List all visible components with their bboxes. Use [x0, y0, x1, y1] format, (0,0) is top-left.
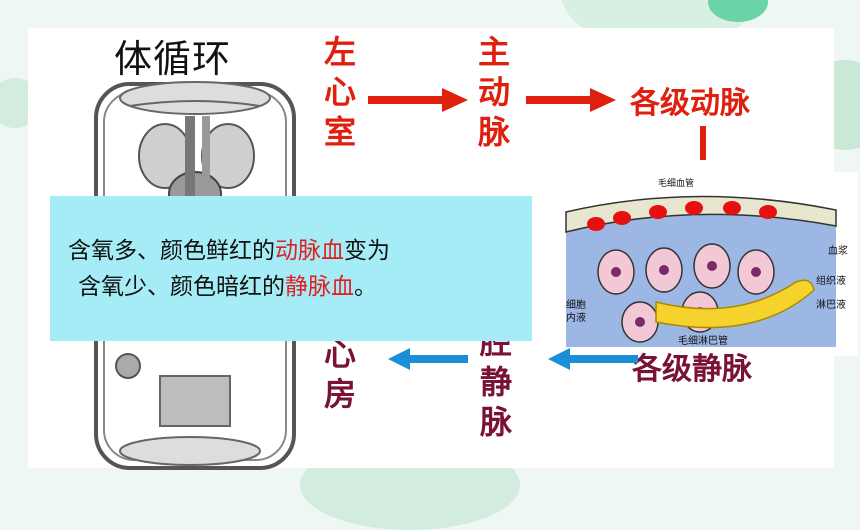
capillary-top-label: 毛细血管 [658, 179, 695, 189]
right-atrium-char-2: 心 [324, 335, 357, 373]
cell-fluid-label-1: 细胞 [566, 300, 586, 311]
lymph-vessel-label: 毛细淋巴管 [678, 336, 728, 347]
vena-cava-char-3: 脉 [480, 403, 513, 441]
arrow-left-2 [388, 348, 468, 370]
callout-line-1: 含氧多、颜色鲜红的动脉血变为 [50, 233, 532, 269]
callout-line-1-pre: 含氧多、颜色鲜红的 [68, 237, 275, 264]
arrow-right-1 [368, 88, 468, 112]
explanation-callout: 含氧多、颜色鲜红的动脉血变为 含氧少、颜色暗红的静脉血。 [50, 196, 532, 341]
arterial-blood-highlight: 动脉血 [275, 237, 344, 264]
left-ventricle-char-1: 左 [324, 33, 357, 71]
veins-label: 各级静脉 [632, 352, 752, 387]
plasma-label: 血浆 [828, 246, 848, 257]
venous-blood-highlight: 静脉血 [285, 273, 354, 300]
left-ventricle-char-3: 室 [324, 113, 357, 151]
vena-cava-char-2: 静 [480, 363, 513, 401]
arrow-left-1 [548, 348, 638, 370]
right-atrium-char-3: 房 [324, 375, 357, 413]
aorta-char-2: 动 [478, 73, 511, 111]
callout-line-1-post: 变为 [344, 237, 390, 264]
tissue-fluid-label: 组织液 [816, 276, 846, 287]
slide: 体循环 左 心 室 主 动 脉 各级动脉 [28, 28, 858, 470]
arrow-right-2 [526, 88, 616, 112]
capillary-figure: 毛细血管 血浆 组织液 淋巴液 细胞 内液 毛细淋巴管 [536, 172, 858, 356]
left-ventricle-label: 左 心 室 [324, 32, 356, 152]
page-title: 体循环 [114, 37, 232, 81]
callout-line-2: 含氧少、颜色暗红的静脉血。 [50, 269, 532, 305]
aorta-label: 主 动 脉 [478, 32, 510, 152]
cell-fluid-label-2: 内液 [566, 313, 586, 324]
lymph-label: 淋巴液 [816, 300, 846, 311]
arteries-label: 各级动脉 [630, 86, 750, 121]
decor-circle-green [708, 0, 768, 22]
aorta-char-1: 主 [478, 33, 511, 71]
callout-line-2-pre: 含氧少、颜色暗红的 [78, 273, 285, 300]
capillary-illustration [565, 195, 837, 347]
left-ventricle-char-2: 心 [324, 73, 357, 111]
arteries-connector [700, 126, 706, 160]
callout-line-2-post: 。 [354, 273, 377, 300]
aorta-char-3: 脉 [478, 113, 511, 151]
